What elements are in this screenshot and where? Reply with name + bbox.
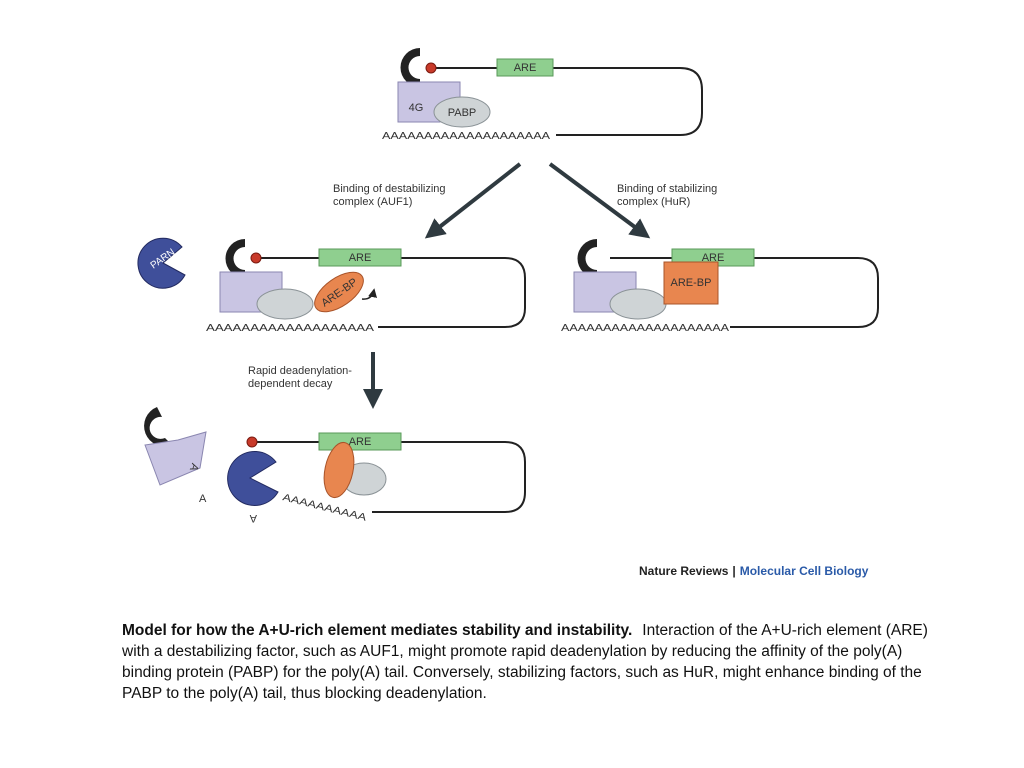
right-mrna: ARE ARE-BP AAAAAAAAAAAAAAAAAAAA	[561, 239, 879, 334]
are-bp-shape	[323, 441, 355, 499]
arrow-right-label-line1: Binding of stabilizing	[617, 183, 717, 195]
pabp-label: PABP	[448, 107, 477, 119]
are-box	[496, 58, 554, 77]
arrow-down-label-line2: dependent decay	[248, 378, 333, 390]
are-box	[318, 248, 402, 267]
factor-4g-label: 4G	[409, 102, 424, 114]
parn-shape	[227, 451, 279, 506]
top-mrna: ARE 4E 4G PABP AAAAAAAAAAAAAAAAAAAA	[382, 48, 703, 142]
loose-a: A	[249, 512, 257, 524]
polya-tail: AAAAAAAAAAAAAAAAAAA	[206, 323, 374, 334]
are-bp-shape	[314, 271, 364, 313]
release-arrow	[361, 288, 377, 300]
journal-credit: Nature Reviews|Molecular Cell Biology	[639, 564, 868, 578]
arrow-destabilizing	[424, 162, 522, 239]
cap-icon	[144, 407, 172, 447]
cap-dot	[425, 62, 437, 74]
are-label: ARE	[702, 252, 725, 264]
polya-tail: AAAAAAAAAA	[281, 492, 368, 524]
polya-tail: AAAAAAAAAAAAAAAAAAAA	[561, 323, 729, 334]
arrow-left-label: Binding of destabilizing complex (AUF1)	[333, 183, 449, 208]
journal-separator: |	[732, 564, 736, 578]
cap-icon	[225, 239, 245, 278]
arrow-left-label-line2: complex (AUF1)	[333, 196, 412, 208]
parn-shape	[137, 237, 186, 289]
caption-title: Model for how the A+U-rich element media…	[122, 622, 633, 639]
pabp-shape	[256, 288, 314, 320]
cap-dot	[250, 252, 262, 264]
cap-dot	[246, 436, 258, 448]
mrna-strand	[258, 257, 526, 328]
are-label: ARE	[514, 62, 537, 74]
arrow-right-label: Binding of stabilizing complex (HuR)	[617, 183, 720, 208]
are-bp-label: ARE-BP	[671, 277, 712, 289]
figure-caption: Model for how the A+U-rich element media…	[122, 620, 942, 704]
pabp-shape	[433, 96, 491, 128]
mrna-strand	[252, 441, 526, 513]
cap-icon	[400, 48, 420, 87]
are-label: ARE	[349, 252, 372, 264]
left-mrna: PARN ARE ARE-BP AAAAAAAAAAAAAAAAAAA	[137, 237, 526, 334]
polya-tail: AAAAAAAAAAAAAAAAAAAA	[382, 131, 550, 142]
mrna-strand	[610, 257, 879, 328]
loose-a: A	[199, 493, 207, 505]
arrow-left-label-line1: Binding of destabilizing	[333, 183, 446, 195]
caption-body: Interaction of the A+U-rich element (ARE…	[122, 622, 928, 702]
mrna-strand	[432, 67, 703, 136]
arrow-down-label: Rapid deadenylation- dependent decay	[248, 365, 355, 390]
journal-name: Nature Reviews	[639, 564, 729, 578]
arrow-stabilizing	[548, 162, 651, 239]
mrna-decay-diagram: ARE 4E 4G PABP AAAAAAAAAAAAAAAAAAAA Bind…	[137, 48, 879, 524]
are-label: ARE	[349, 436, 372, 448]
are-bp-shape	[663, 261, 719, 305]
factor-4g-shape	[144, 431, 207, 486]
loose-a: A	[187, 462, 201, 474]
bottom-mrna: A A A ARE AAAAAAAAAA	[144, 407, 526, 524]
journal-subtitle: Molecular Cell Biology	[739, 564, 869, 578]
pabp-shape	[609, 288, 667, 320]
arrow-down-label-line1: Rapid deadenylation-	[248, 365, 352, 377]
cap-icon	[577, 239, 597, 278]
arrow-right-label-line2: complex (HuR)	[617, 196, 690, 208]
